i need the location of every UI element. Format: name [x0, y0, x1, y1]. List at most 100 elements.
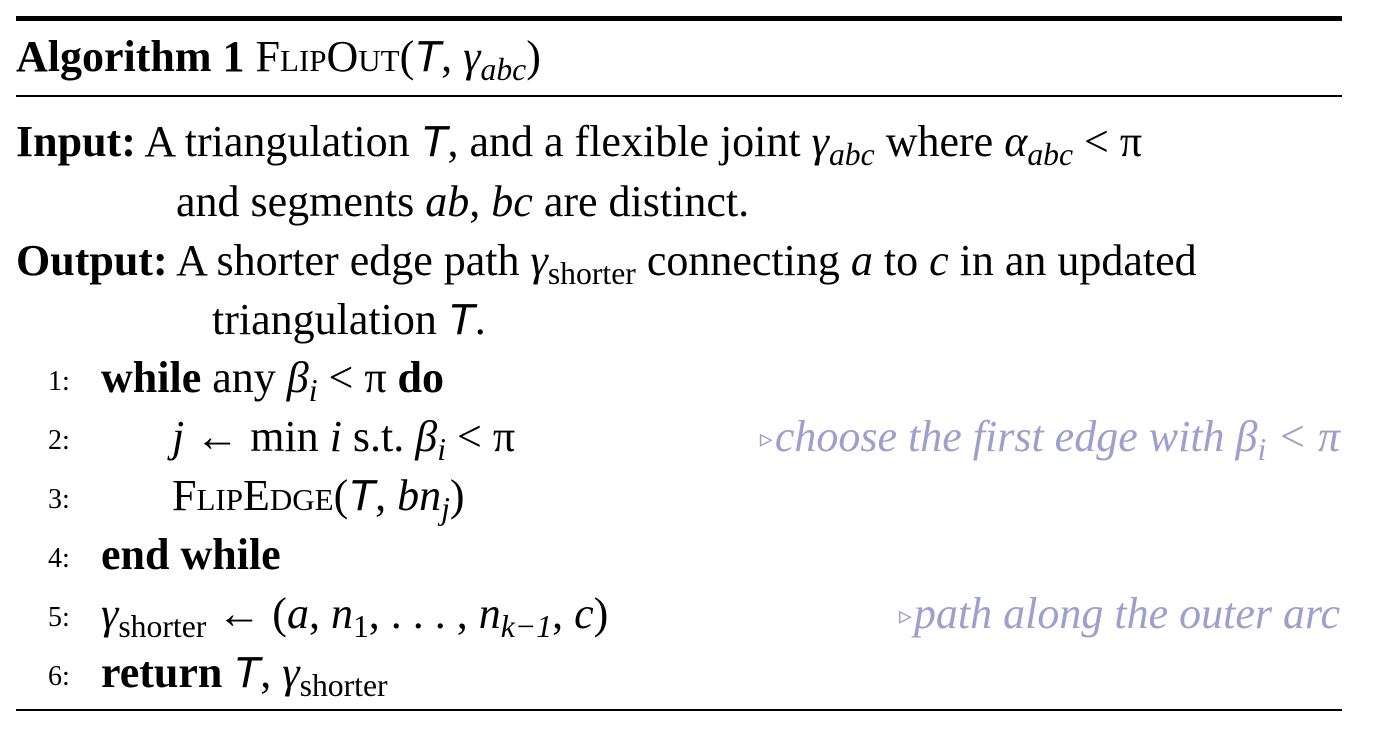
algorithm-name: FlipOut [255, 32, 400, 81]
function-name: FlipEdge [172, 471, 334, 520]
math-beta: β [286, 353, 309, 402]
math-sub: shorter [118, 608, 207, 644]
text: ) [449, 471, 465, 520]
text: < π [317, 353, 398, 402]
math-gamma: γ [811, 117, 829, 166]
math-gamma: γ [463, 32, 481, 81]
text: A triangulation [144, 117, 421, 166]
keyword-do: do [397, 353, 445, 402]
keyword-return: return [101, 648, 223, 697]
math-gamma: γ [101, 589, 119, 638]
line-number-3: 3: [48, 484, 70, 515]
text: , [375, 471, 398, 520]
top-rule [16, 16, 1342, 21]
math-c: c [574, 589, 594, 638]
math-sub: shorter [547, 255, 636, 291]
step-2: j ← min i s.t. βi < π [172, 411, 515, 465]
math-a: a [850, 236, 873, 285]
paren: ) [526, 32, 541, 81]
output-label: Output: [16, 236, 168, 285]
text: ← ( [206, 589, 287, 638]
math-bn: bn [397, 471, 442, 520]
text: in an updated [948, 236, 1197, 285]
text: s.t. [341, 412, 416, 461]
step-6: return T, γshorter [101, 647, 388, 701]
math-sub: j [441, 490, 450, 526]
text: ← min [184, 412, 330, 461]
math-j: j [172, 412, 185, 461]
text: any [201, 353, 287, 402]
paren: ( [399, 32, 415, 81]
math-sub: i [1257, 431, 1267, 467]
step-5-comment: ▹path along the outer arc [899, 588, 1340, 642]
math-c: c [929, 236, 949, 285]
caption-rule [16, 95, 1342, 97]
step-3: FlipEdge(T, bnj) [172, 470, 465, 524]
text: , [552, 589, 575, 638]
text: , and a flexible joint [447, 117, 812, 166]
math-gamma: γ [282, 648, 300, 697]
text: < π [1073, 117, 1143, 166]
math-sub: abc [1027, 136, 1074, 172]
line-number-2: 2: [48, 425, 70, 456]
line-number-6: 6: [48, 661, 70, 692]
math-T: T [420, 117, 448, 166]
bottom-rule [16, 709, 1342, 711]
line-number-1: 1: [48, 366, 70, 397]
text: are distinct. [532, 177, 750, 226]
text: where [874, 117, 1005, 166]
math-T: T [233, 648, 261, 697]
line-number-5: 5: [48, 602, 70, 633]
keyword-end-while: end while [101, 530, 281, 579]
output-line-2: triangulation T. [212, 294, 486, 346]
step-1: while any βi < π do [101, 352, 445, 406]
math-bc: bc [491, 177, 533, 226]
input-line-1: Input: A triangulation T, and a flexible… [16, 116, 1143, 170]
text: , [469, 177, 492, 226]
step-4: end while [101, 529, 281, 581]
text: to [872, 236, 930, 285]
math-beta: β [415, 412, 438, 461]
step-2-comment: ▹choose the first edge with βi < π [760, 411, 1340, 465]
math-gamma: γ [530, 236, 548, 285]
math-sub: i [437, 431, 447, 467]
math-sub: abc [480, 51, 527, 87]
text: ) [593, 589, 609, 638]
keyword-while: while [101, 353, 202, 402]
algorithm-caption: Algorithm 1 FlipOut(T, γabc) [16, 31, 541, 85]
output-line-1: Output: A shorter edge path γshorter con… [16, 235, 1197, 289]
text: ( [333, 471, 349, 520]
text [222, 648, 233, 697]
comment-text: choose the first edge with β [774, 412, 1258, 461]
sep: , [441, 32, 464, 81]
math-n: n [478, 589, 501, 638]
math-sub: abc [828, 136, 875, 172]
text: , . . . , [368, 589, 479, 638]
math-sub: i [308, 372, 318, 408]
math-T: T [348, 471, 376, 520]
text: triangulation [212, 295, 448, 344]
input-label: Input: [16, 117, 136, 166]
comment-text: < π [1266, 412, 1340, 461]
math-sub: shorter [299, 667, 388, 703]
input-line-2: and segments ab, bc are distinct. [176, 176, 749, 228]
text: , [308, 589, 331, 638]
text: . [474, 295, 486, 344]
text: A shorter edge path [176, 236, 531, 285]
step-5: γshorter ← (a, n1, . . . , nk−1, c) [101, 588, 609, 642]
math-ab: ab [425, 177, 470, 226]
math-T: T [447, 295, 475, 344]
math-i: i [329, 412, 342, 461]
text: , [260, 648, 283, 697]
math-a: a [286, 589, 309, 638]
comment-marker-icon: ▹ [898, 601, 912, 631]
math-sub: k−1 [500, 608, 553, 644]
comment-marker-icon: ▹ [759, 424, 773, 454]
text: connecting [635, 236, 851, 285]
math-n: n [330, 589, 353, 638]
comment-text: path along the outer arc [913, 589, 1340, 638]
math-T: T [414, 32, 442, 81]
algorithm-label: Algorithm 1 [16, 32, 245, 81]
line-number-4: 4: [48, 543, 70, 574]
math-alpha: α [1004, 117, 1028, 166]
